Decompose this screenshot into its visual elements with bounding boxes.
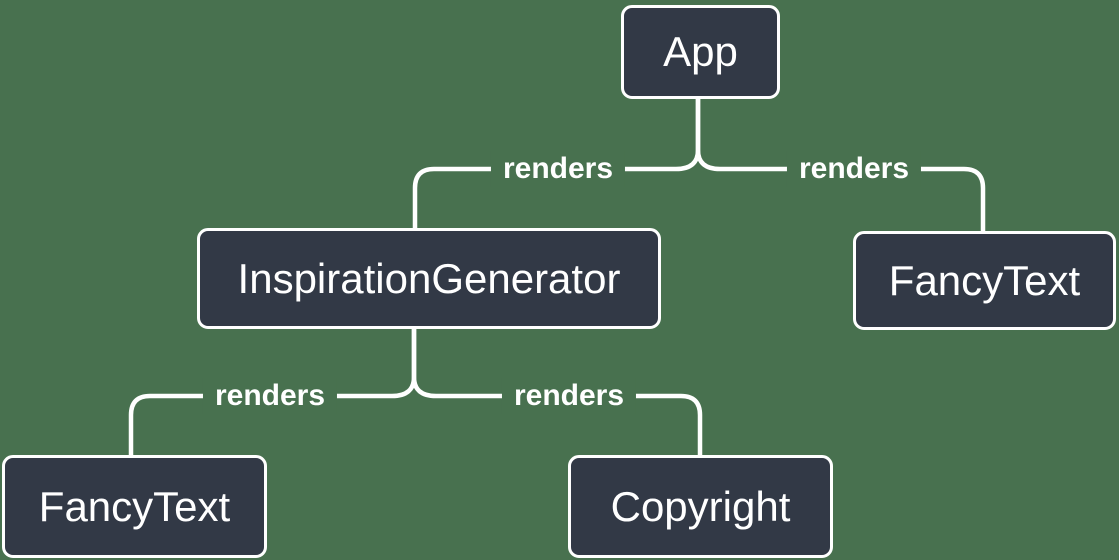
node-copyright-label: Copyright bbox=[610, 482, 791, 530]
edge-label-renders-1: renders bbox=[490, 151, 626, 187]
node-fancy-text-bottom: FancyText bbox=[2, 455, 267, 558]
node-inspiration-generator: InspirationGenerator bbox=[197, 228, 661, 329]
node-fancy-text-bottom-label: FancyText bbox=[38, 482, 231, 530]
node-app: App bbox=[621, 5, 780, 99]
edge-label-renders-2: renders bbox=[786, 151, 922, 187]
node-app-label: App bbox=[663, 28, 738, 75]
node-copyright: Copyright bbox=[568, 455, 833, 558]
edge-label-renders-4: renders bbox=[501, 378, 637, 414]
node-inspiration-generator-label: InspirationGenerator bbox=[237, 254, 621, 302]
node-fancy-text-top: FancyText bbox=[853, 231, 1116, 330]
node-fancy-text-top-label: FancyText bbox=[888, 256, 1081, 304]
edge-label-renders-3: renders bbox=[202, 378, 338, 414]
